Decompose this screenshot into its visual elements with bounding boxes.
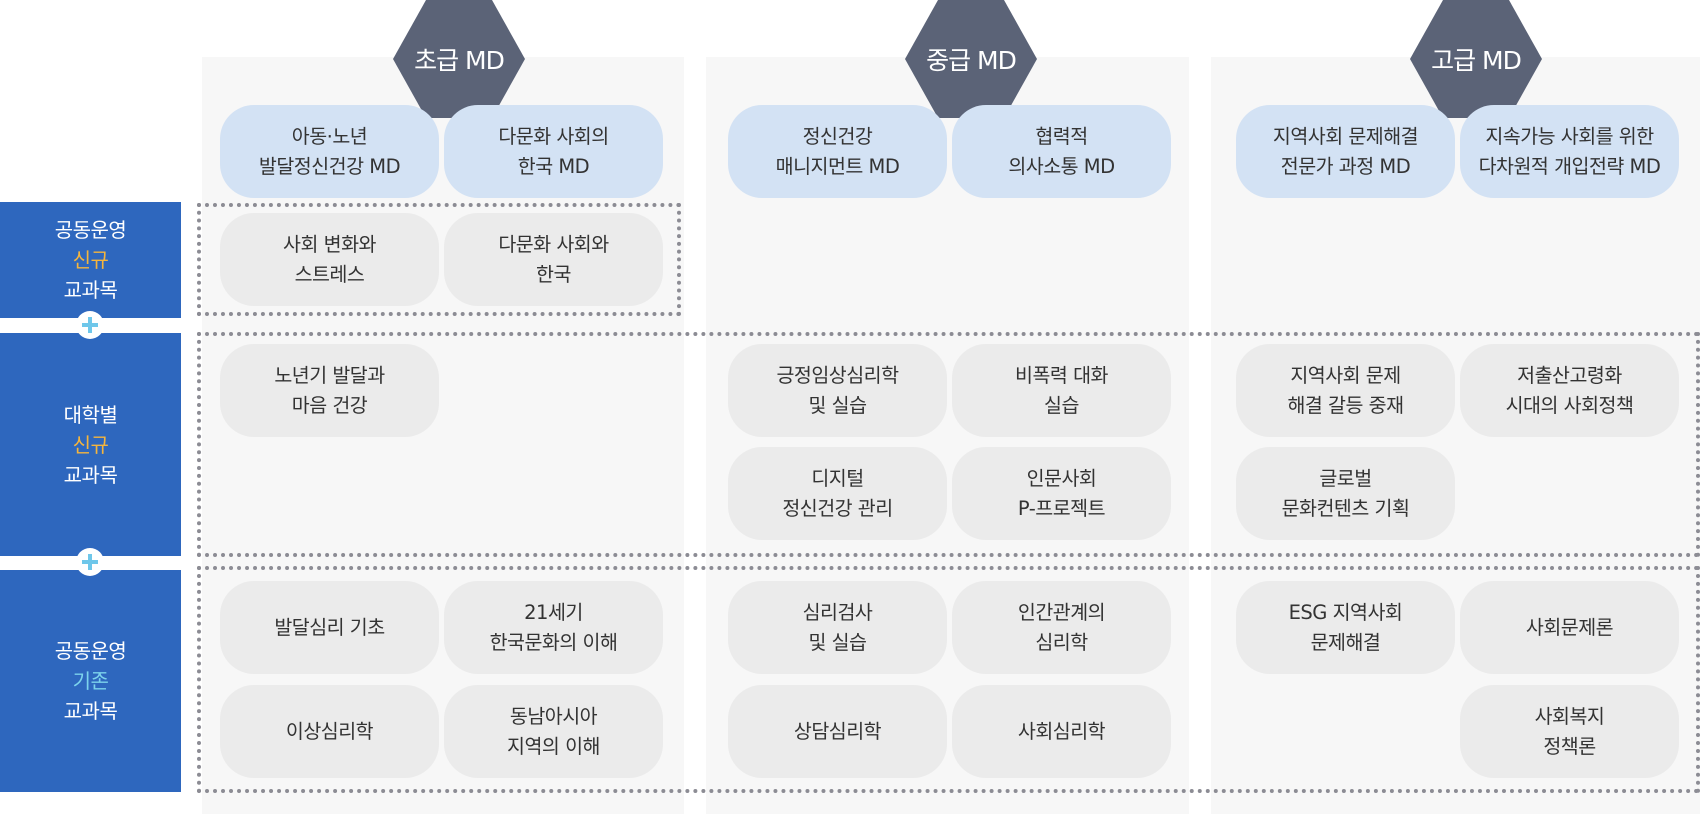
course-pill: 인문사회 P-프로젝트 bbox=[952, 447, 1171, 540]
course-pill: 심리검사 및 실습 bbox=[728, 581, 947, 674]
md-course-pill: 협력적 의사소통 MD bbox=[952, 105, 1171, 198]
level-title-intermediate: 중급 MD bbox=[926, 46, 1017, 75]
course-pill: 긍정임상심리학 및 실습 bbox=[728, 344, 947, 437]
row-label-line: 공동운영 bbox=[54, 218, 127, 242]
level-title-beginner: 초급 MD bbox=[414, 46, 505, 75]
course-pill: 발달심리 기초 bbox=[220, 581, 439, 674]
course-pill: 상담심리학 bbox=[728, 685, 947, 778]
course-pill: 다문화 사회와 한국 bbox=[444, 213, 663, 306]
plus-icon bbox=[76, 311, 104, 339]
univ-new-region bbox=[197, 332, 1700, 557]
plus-icon bbox=[76, 548, 104, 576]
joint-existing-region bbox=[197, 566, 1700, 793]
course-pill: 저출산고령화 시대의 사회정책 bbox=[1460, 344, 1679, 437]
joint-new-region bbox=[197, 203, 681, 316]
course-pill: 노년기 발달과 마음 건강 bbox=[220, 344, 439, 437]
row-label-univ-new: 대학별 신규 교과목 bbox=[0, 333, 181, 556]
course-pill: 사회 변화와 스트레스 bbox=[220, 213, 439, 306]
course-pill: 지역사회 문제 해결 갈등 중재 bbox=[1236, 344, 1455, 437]
row-label-tag-new: 신규 bbox=[72, 248, 109, 272]
md-course-pill: 지역사회 문제해결 전문가 과정 MD bbox=[1236, 105, 1455, 198]
course-pill: 이상심리학 bbox=[220, 685, 439, 778]
course-pill: 21세기 한국문화의 이해 bbox=[444, 581, 663, 674]
row-label-line: 교과목 bbox=[63, 462, 118, 487]
md-course-pill: 아동·노년 발달정신건강 MD bbox=[220, 105, 439, 198]
course-pill: ESG 지역사회 문제해결 bbox=[1236, 581, 1455, 674]
course-pill: 사회복지 정책론 bbox=[1460, 685, 1679, 778]
row-label-line: 교과목 bbox=[63, 278, 118, 302]
row-label-tag-existing: 기존 bbox=[72, 669, 109, 693]
row-label-tag-new: 신규 bbox=[72, 432, 109, 457]
course-pill: 디지털 정신건강 관리 bbox=[728, 447, 947, 540]
md-course-pill: 지속가능 사회를 위한 다차원적 개입전략 MD bbox=[1460, 105, 1679, 198]
course-pill: 글로벌 문화컨텐츠 기획 bbox=[1236, 447, 1455, 540]
course-pill: 인간관계의 심리학 bbox=[952, 581, 1171, 674]
course-pill: 사회문제론 bbox=[1460, 581, 1679, 674]
md-course-pill: 정신건강 매니지먼트 MD bbox=[728, 105, 947, 198]
course-pill: 비폭력 대화 실습 bbox=[952, 344, 1171, 437]
course-pill: 동남아시아 지역의 이해 bbox=[444, 685, 663, 778]
row-label-joint-existing: 공동운영 기존 교과목 bbox=[0, 570, 181, 792]
course-pill: 사회심리학 bbox=[952, 685, 1171, 778]
row-label-line: 대학별 bbox=[63, 402, 118, 427]
md-course-pill: 다문화 사회의 한국 MD bbox=[444, 105, 663, 198]
row-label-line: 공동운영 bbox=[54, 639, 127, 663]
level-title-advanced: 고급 MD bbox=[1431, 46, 1522, 75]
row-label-line: 교과목 bbox=[63, 699, 118, 723]
row-label-joint-new: 공동운영 신규 교과목 bbox=[0, 202, 181, 318]
